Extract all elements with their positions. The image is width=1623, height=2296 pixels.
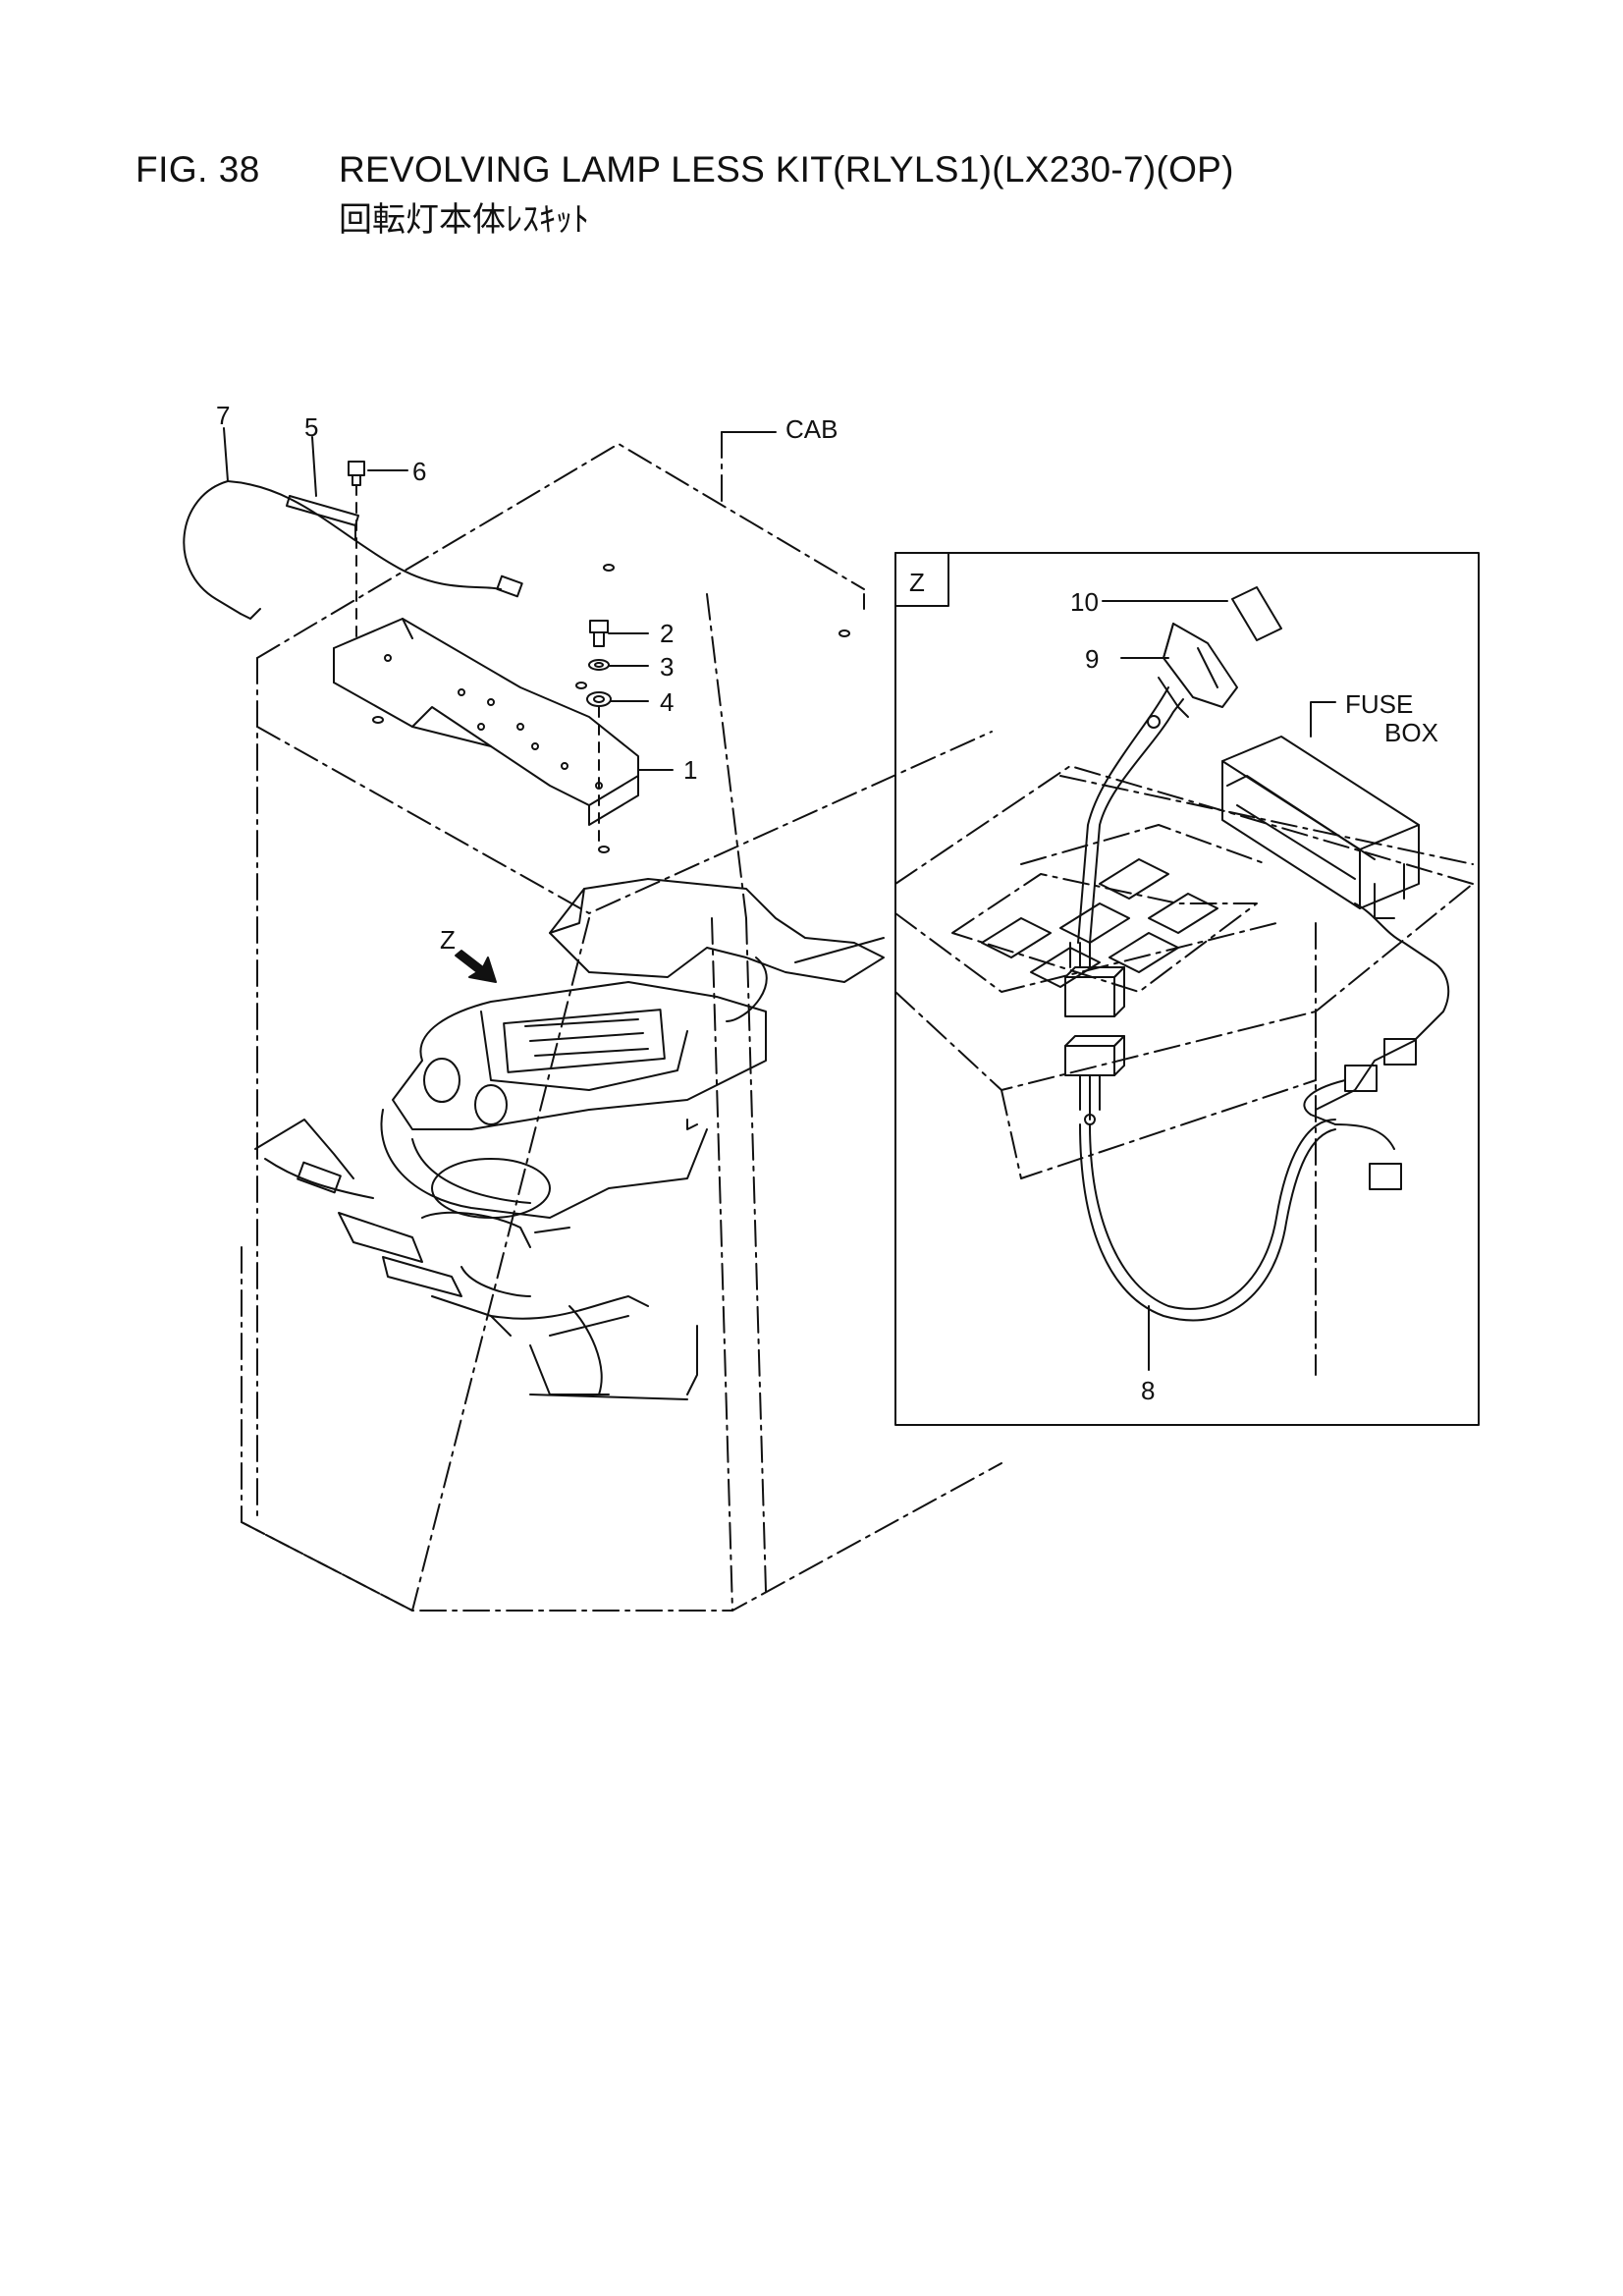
bolt-2 — [589, 620, 609, 647]
mounting-bracket — [333, 618, 639, 826]
cab-interior — [254, 878, 885, 1400]
callout-9: 9 — [1085, 644, 1099, 674]
washer-4 — [586, 691, 612, 707]
relay-9 — [1077, 623, 1238, 944]
harness-8 — [1079, 902, 1450, 1322]
fuse-box — [1221, 736, 1420, 919]
callout-5: 5 — [304, 412, 318, 442]
callout-leaders — [223, 427, 1336, 1371]
z-box-label: Z — [909, 568, 925, 597]
detail-panel — [894, 765, 1474, 1376]
callout-6: 6 — [412, 457, 426, 486]
callout-10: 10 — [1070, 587, 1099, 617]
fuse-box-label-line1: FUSE — [1345, 689, 1413, 719]
z-view-arrow — [455, 950, 497, 983]
callout-7: 7 — [216, 401, 230, 430]
figure-header: FIG. 38 REVOLVING LAMP LESS KIT(RLYLS1)(… — [0, 0, 1623, 255]
callout-2: 2 — [660, 619, 674, 648]
switch-openings — [981, 858, 1218, 988]
detail-z-box — [894, 552, 1480, 1426]
callout-3: 3 — [660, 652, 674, 682]
label-sheet-10 — [1231, 586, 1282, 641]
roof-holes — [372, 564, 850, 853]
figure-subtitle: 回転灯本体ﾚｽｷｯﾄ — [339, 201, 589, 239]
bolt-6 — [348, 461, 365, 486]
z-arrow-label: Z — [440, 925, 456, 955]
callout-1: 1 — [683, 755, 697, 785]
harness-7 — [183, 480, 523, 620]
callout-8: 8 — [1141, 1376, 1155, 1405]
diagram-labels: CAB Z Z FUSE BOX 1 2 3 4 5 6 7 8 9 10 — [216, 401, 1438, 1405]
callout-4: 4 — [660, 687, 674, 717]
fuse-box-label-line2: BOX — [1384, 718, 1438, 747]
cab-outline — [241, 431, 1002, 1612]
figure-number: FIG. 38 — [135, 149, 260, 190]
spring-washer-3 — [588, 659, 610, 671]
connectors-8 — [1064, 942, 1125, 1125]
figure-title: REVOLVING LAMP LESS KIT(RLYLS1)(LX230-7)… — [339, 149, 1234, 190]
cab-label: CAB — [785, 414, 838, 444]
